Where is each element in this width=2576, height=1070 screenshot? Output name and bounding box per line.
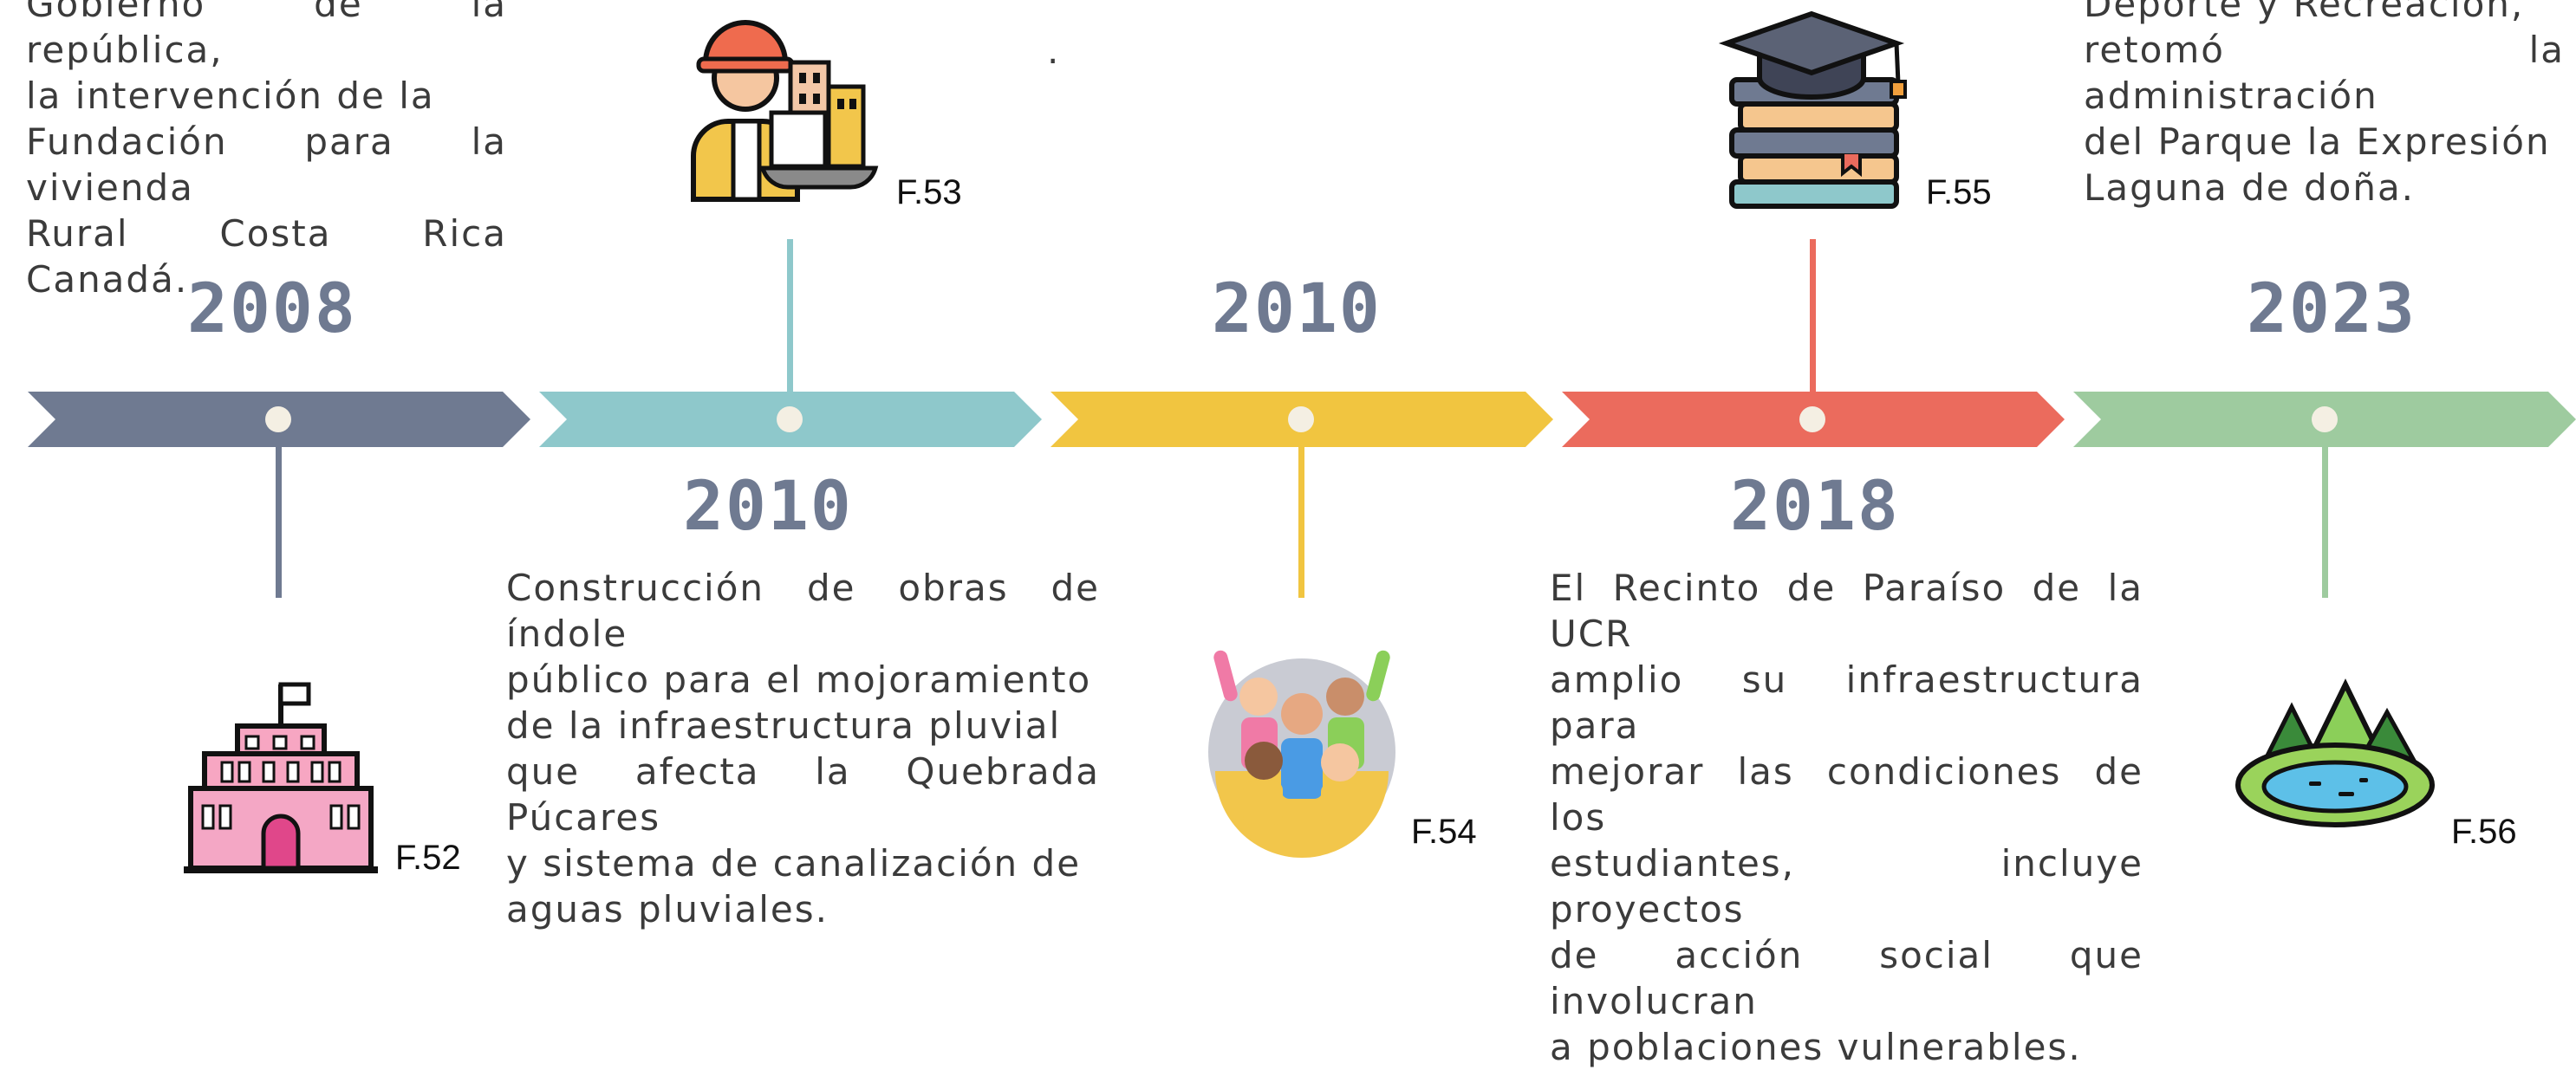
description-2008: Gobierno de la república, la intervenció… xyxy=(26,0,507,302)
graduation-books-icon xyxy=(1718,10,1907,209)
description-line: retomó la administración xyxy=(2084,29,2565,117)
figure-label-f53: F.53 xyxy=(896,173,962,211)
stem-2008 xyxy=(276,419,282,598)
description-line: de acción social que involucran xyxy=(1550,934,2143,1022)
figure-label-f54: F.54 xyxy=(1411,813,1477,851)
stem-2010-a xyxy=(787,239,793,419)
timeline-dot-2010-b xyxy=(1288,406,1314,432)
figure-label-f52: F.52 xyxy=(395,839,461,877)
description-line: Deporte y Recreación, xyxy=(2084,0,2525,25)
figure-label-f56: F.56 xyxy=(2451,813,2517,851)
description-line: a poblaciones vulnerables. xyxy=(1550,1026,2082,1068)
stem-2023 xyxy=(2322,419,2328,598)
description-line: y sistema de canalización de xyxy=(506,842,1082,885)
description-line: Rural Costa Rica Canadá. xyxy=(26,212,507,301)
timeline-dot-2010-a xyxy=(777,406,803,432)
description-line: Gobierno de la república, xyxy=(26,0,507,71)
description-line: mejorar las condiciones de los xyxy=(1550,750,2143,839)
description-line: del Parque la Expresión xyxy=(2084,120,2551,163)
community-people-icon xyxy=(1208,650,1395,858)
description-2018: El Recinto de Paraíso de la UCR amplio s… xyxy=(1550,565,2143,1070)
description-line: estudiantes, incluye proyectos xyxy=(1550,842,2143,931)
year-label-2018: 2018 xyxy=(1730,468,1900,546)
description-2010-a: Construcción de obras de índole público … xyxy=(506,565,1100,932)
description-line: de la infraestructura pluvial xyxy=(506,704,1062,747)
timeline-dot-2008 xyxy=(265,406,291,432)
description-2023: Deporte y Recreación, retomó la administ… xyxy=(2084,0,2565,211)
year-label-2010-a: 2010 xyxy=(683,468,853,546)
description-line: la intervención de la xyxy=(26,75,435,117)
timeline-dot-2018 xyxy=(1799,406,1825,432)
description-line: público para el mojoramiento xyxy=(506,658,1092,701)
description-line: que afecta la Quebrada Púcares xyxy=(506,750,1100,839)
year-label-2023: 2023 xyxy=(2247,270,2417,348)
park-lagoon-icon xyxy=(2235,678,2435,827)
description-line: aguas pluviales. xyxy=(506,888,829,931)
government-building-icon xyxy=(184,682,378,873)
description-line: Laguna de doña. xyxy=(2084,166,2416,209)
stem-2018 xyxy=(1810,239,1816,419)
year-label-2008: 2008 xyxy=(187,270,357,348)
stem-2010-b xyxy=(1298,419,1304,598)
construction-worker-icon xyxy=(691,20,879,202)
description-line: Construcción de obras de índole xyxy=(506,567,1100,655)
description-line: El Recinto de Paraíso de la UCR xyxy=(1550,567,2143,655)
description-2010-b: . xyxy=(1047,29,1061,72)
year-label-2010-b: 2010 xyxy=(1212,270,1382,348)
timeline-dot-2023 xyxy=(2312,406,2338,432)
figure-label-f55: F.55 xyxy=(1926,173,1992,211)
description-line: Fundación para la vivienda xyxy=(26,120,507,209)
description-line: amplio su infraestructura para xyxy=(1550,658,2143,747)
